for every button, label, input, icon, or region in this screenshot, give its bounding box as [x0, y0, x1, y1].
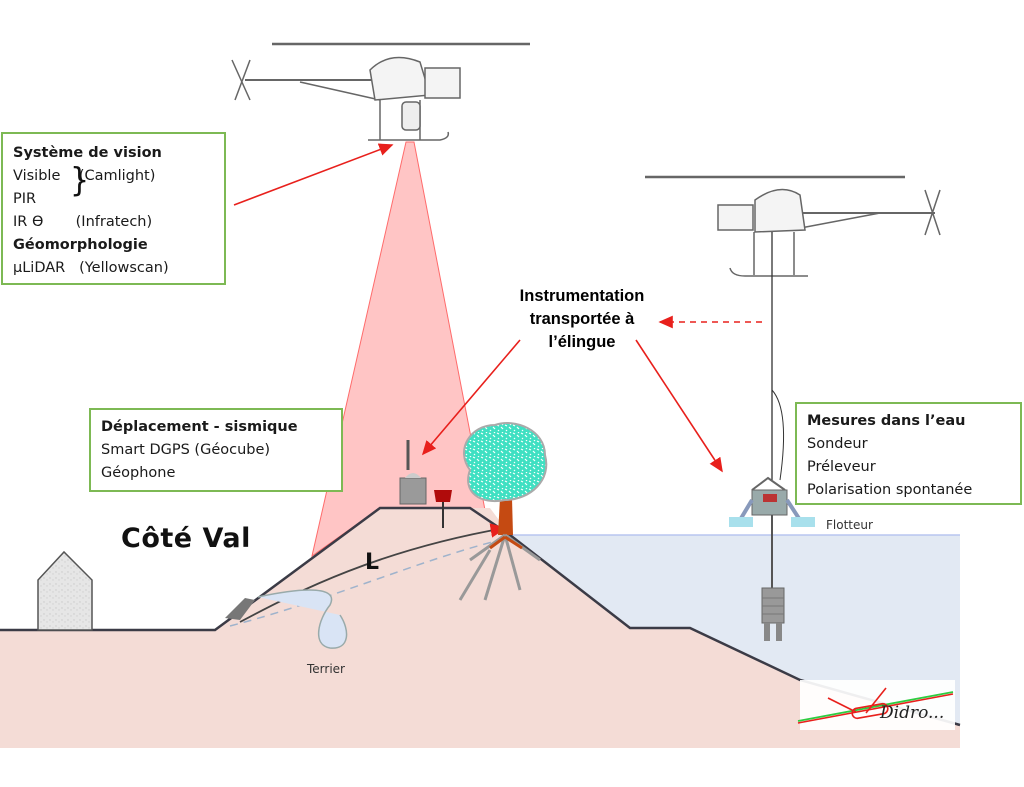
instrumentation-title: Instrumentation transportée à l’élingue — [497, 285, 667, 354]
tree-icon — [458, 422, 548, 601]
burrow-animal-icon — [225, 598, 255, 620]
helicopter-icon — [645, 175, 941, 481]
instrumentation-line-1: Instrumentation — [519, 287, 645, 305]
ir-label: IR ϴ — [13, 214, 44, 230]
displacement-box: Déplacement - sismique Smart DGPS (Géocu… — [89, 408, 343, 492]
float-icon — [729, 476, 815, 527]
geophone-label: Géophone — [101, 465, 176, 481]
dgps-label: Smart DGPS (Géocube) — [101, 442, 271, 458]
water-measurements-box: Mesures dans l’eau Sondeur Préleveur Pol… — [795, 402, 1022, 505]
arrow-vision-to-helicopter — [233, 143, 394, 206]
visible-label: Visible — [13, 168, 61, 184]
geophone-icon — [434, 490, 452, 528]
vision-heading: Système de vision — [13, 145, 162, 161]
slope-length-label: L — [365, 550, 380, 575]
lidar-cone — [311, 141, 486, 558]
helicopter-icon — [231, 42, 530, 141]
flotteur-label: Flotteur — [826, 518, 873, 532]
terrier-label: Terrier — [307, 662, 345, 676]
didro-logo-icon — [797, 680, 955, 730]
burrow-terrier — [257, 589, 348, 649]
water-body — [510, 535, 960, 725]
polarisation-label: Polarisation spontanée — [807, 482, 973, 498]
house-icon — [37, 550, 93, 631]
camlight-label: (Camlight) — [78, 168, 156, 184]
probe-icon — [761, 587, 785, 641]
signature-label: Didro... — [880, 703, 945, 723]
pir-label: PIR — [13, 191, 37, 207]
infratech-label: (Infratech) — [75, 214, 153, 230]
preleveur-label: Préleveur — [807, 459, 876, 475]
displacement-heading: Déplacement - sismique — [101, 419, 298, 435]
vision-system-box: Système de vision Visible (Camlight) PIR… — [1, 132, 226, 285]
brace-icon: } — [70, 161, 90, 200]
dike-crest — [300, 508, 520, 570]
arrow-instr-to-float — [635, 339, 723, 473]
geomorphology-heading: Géomorphologie — [13, 237, 148, 253]
instrumentation-line-2: transportée à — [529, 310, 635, 328]
instrumentation-line-3: l’élingue — [548, 333, 616, 351]
area-title: Côté Val — [121, 523, 251, 554]
sondeur-label: Sondeur — [807, 436, 868, 452]
arrow-instr-to-sensor — [421, 339, 521, 456]
seepage-path — [239, 523, 507, 623]
ground — [0, 508, 960, 748]
gps-sensor-icon — [399, 440, 427, 505]
lidar-label: µLiDAR — [13, 260, 66, 276]
water-heading: Mesures dans l’eau — [807, 413, 966, 429]
yellowscan-label: (Yellowscan) — [79, 260, 169, 276]
